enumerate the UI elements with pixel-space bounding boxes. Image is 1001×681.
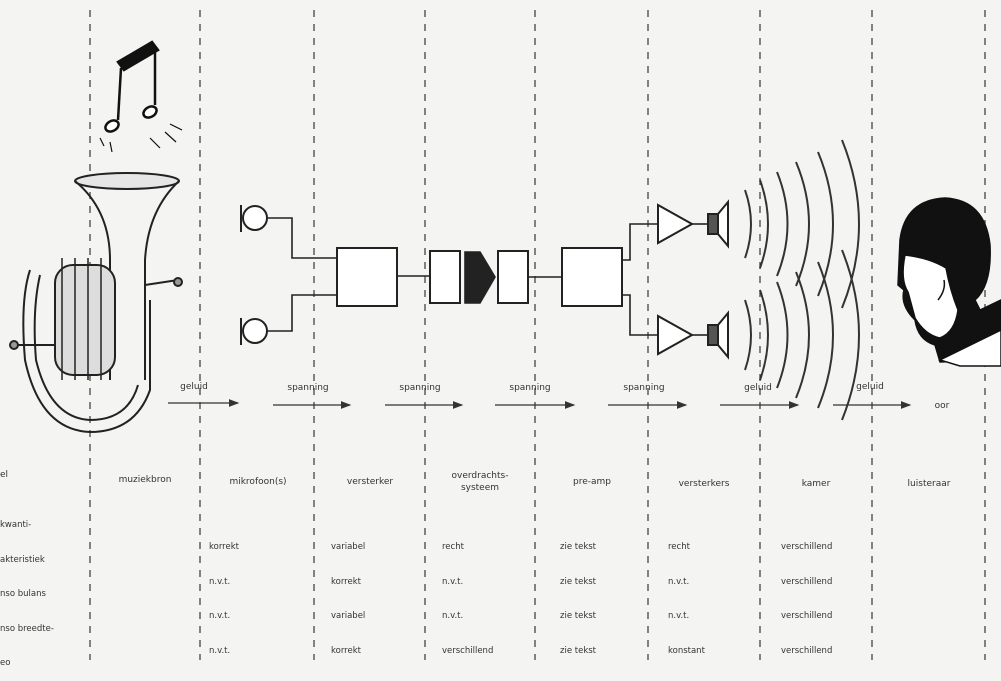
- property-value: verschillend: [781, 576, 833, 587]
- signal-label: geluid: [744, 383, 772, 393]
- property-value: verschillend: [781, 645, 833, 656]
- property-list: kwanti- akteristiek nso bulans nso breed…: [0, 497, 54, 681]
- property-value: verschillend: [781, 611, 833, 621]
- property-value: recht: [442, 542, 464, 552]
- property-list: verschillend verschillend verschillend v…: [781, 519, 832, 669]
- property-value: verschillend: [442, 645, 494, 656]
- property-value: n.v.t.: [668, 576, 690, 587]
- signal-label: oor: [934, 401, 950, 411]
- property-value: zie tekst: [560, 611, 597, 621]
- audio-chain-diagram: [9, 10, 1001, 660]
- tuba-icon: [9, 172, 183, 434]
- column-name: luisteraar: [907, 479, 951, 489]
- property-value: akteristiek: [0, 554, 45, 565]
- column-name: mikrofoon(s): [229, 477, 287, 487]
- column-name: kamer: [801, 479, 831, 489]
- property-value: n.v.t.: [209, 645, 231, 656]
- property-value: n.v.t.: [209, 576, 231, 587]
- property-value: n.v.t.: [668, 611, 690, 621]
- signal-label: spanning: [287, 383, 329, 393]
- property-value: konstant: [668, 645, 705, 656]
- property-list: zie tekst zie tekst zie tekst zie tekst: [560, 519, 596, 669]
- sound-wave-icon: [744, 139, 860, 421]
- signal-label: spanning: [623, 383, 665, 393]
- signal-chain: [267, 203, 708, 356]
- signal-label: geluid: [856, 382, 884, 392]
- property-list: recht n.v.t. n.v.t. verschillend: [442, 519, 493, 669]
- property-value: korrekt: [209, 542, 239, 552]
- column-name: versterker: [346, 477, 394, 487]
- property-value: n.v.t.: [442, 576, 464, 587]
- music-notes-icon: [99, 40, 183, 153]
- signal-label: geluid: [180, 382, 208, 392]
- property-value: n.v.t.: [442, 611, 464, 621]
- signal-label: spanning: [399, 383, 441, 393]
- property-list: korrekt n.v.t. n.v.t. n.v.t.: [209, 519, 239, 669]
- column-name: muziekbron: [118, 475, 172, 485]
- property-value: verschillend: [781, 542, 833, 552]
- property-value: korrekt: [331, 576, 361, 587]
- property-list: recht n.v.t. n.v.t. konstant: [668, 519, 705, 669]
- property-value: zie tekst: [560, 576, 597, 587]
- signal-arrows: [168, 399, 912, 409]
- column-name: versterkers: [678, 479, 730, 489]
- property-value: variabel: [331, 611, 366, 621]
- signal-label: spanning: [509, 383, 551, 393]
- microphone-icon: [240, 205, 268, 345]
- property-value: variabel: [331, 542, 366, 552]
- property-list: variabel korrekt variabel korrekt: [331, 519, 365, 669]
- column-name: overdrachts- systeem: [451, 471, 509, 493]
- property-value: nso breedte-: [0, 623, 54, 634]
- listener-head-icon: [897, 197, 1001, 367]
- property-value: eo: [0, 658, 11, 668]
- property-value: nso bulans: [0, 589, 46, 599]
- property-value: zie tekst: [560, 542, 597, 552]
- speaker-icon: [707, 199, 729, 360]
- property-value: n.v.t.: [209, 611, 231, 621]
- property-value: recht: [668, 542, 690, 552]
- property-value: korrekt: [331, 645, 361, 656]
- column-name: el: [0, 470, 9, 480]
- property-value: zie tekst: [560, 645, 597, 656]
- column-name: pre-amp: [573, 477, 611, 487]
- property-value: kwanti-: [0, 520, 32, 530]
